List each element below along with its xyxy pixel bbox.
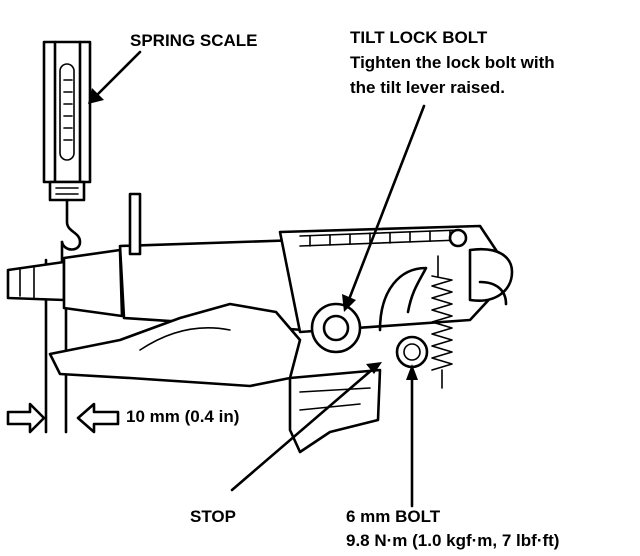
spring-scale-label: SPRING SCALE bbox=[130, 31, 258, 50]
gap-arrow-right bbox=[76, 402, 120, 434]
six-mm-bolt-label: 6 mm BOLT bbox=[346, 507, 441, 526]
tilt-lock-bolt-instruction-line-2: the tilt lever raised. bbox=[350, 78, 505, 97]
six-mm-bolt-leader bbox=[406, 364, 418, 508]
tilt-lock-bolt bbox=[310, 302, 362, 354]
lower-bracket bbox=[48, 302, 382, 454]
torque-spec-label: 9.8 N·m (1.0 kgf·m, 7 lbf·ft) bbox=[346, 531, 560, 550]
tilt-lock-bolt-instruction-line-1: Tighten the lock bolt with bbox=[350, 53, 555, 72]
tilt-lock-bolt-leader bbox=[342, 104, 426, 312]
gap-measurement-label: 10 mm (0.4 in) bbox=[126, 407, 240, 426]
tilt-lever bbox=[378, 266, 428, 332]
stop-leader bbox=[230, 362, 382, 492]
return-spring bbox=[431, 255, 453, 389]
tilt-lock-bolt-label: TILT LOCK BOLT bbox=[350, 28, 488, 47]
spring-scale-leader bbox=[88, 50, 142, 104]
six-mm-bolt bbox=[395, 335, 429, 369]
spring-scale bbox=[42, 40, 92, 264]
gap-arrow-left bbox=[6, 402, 46, 434]
stop-label: STOP bbox=[190, 507, 236, 526]
